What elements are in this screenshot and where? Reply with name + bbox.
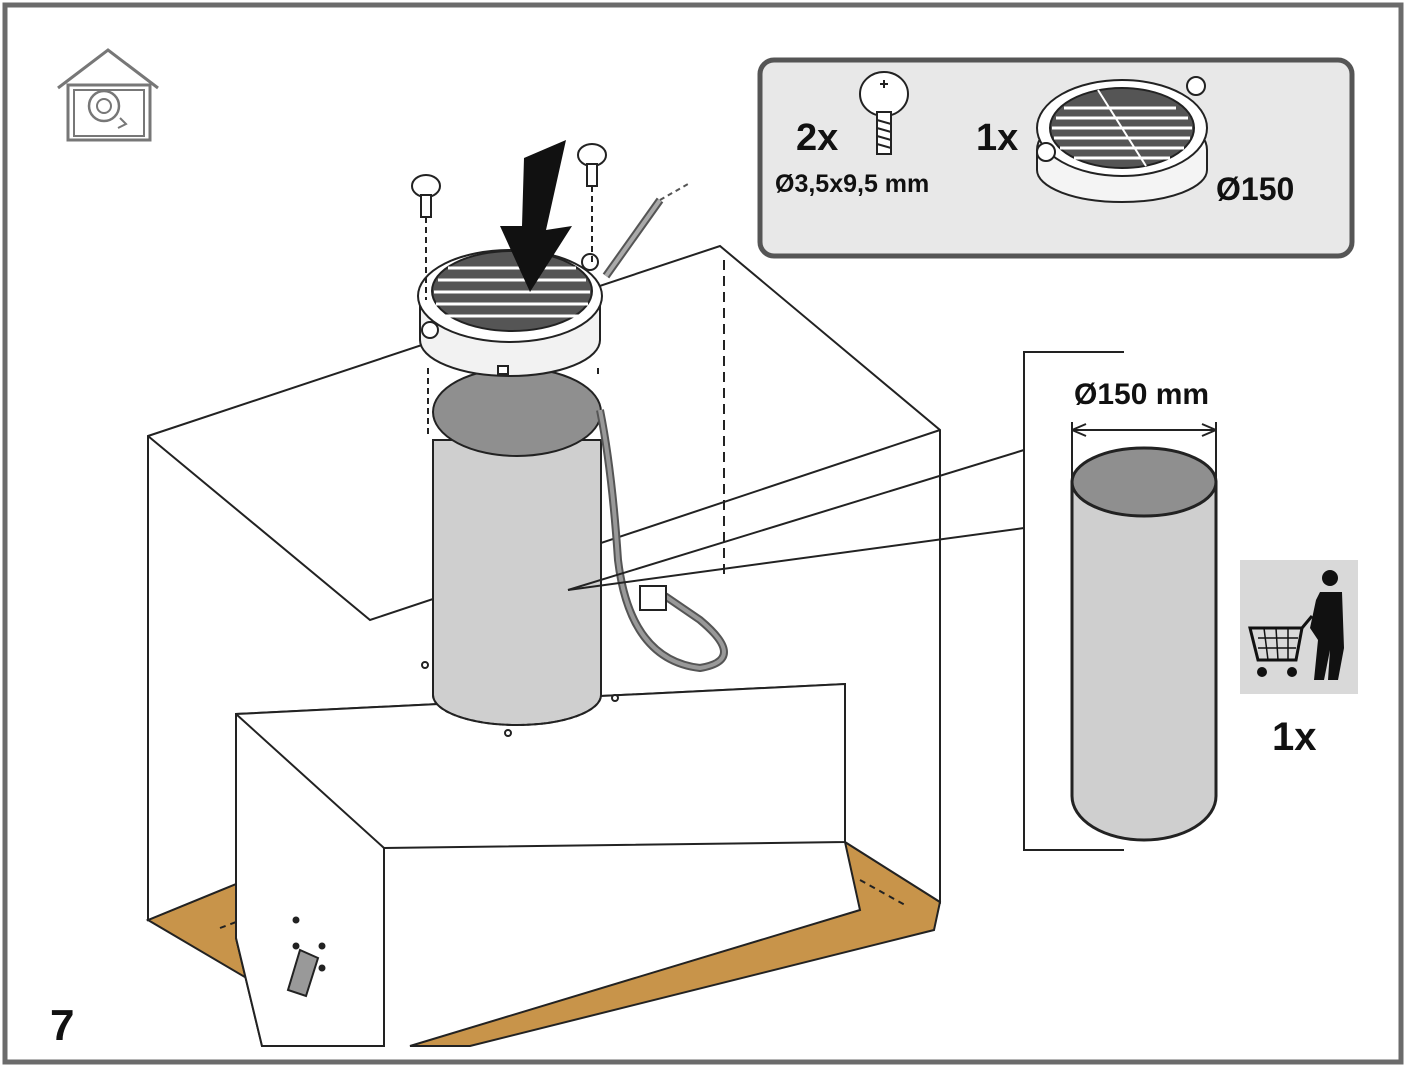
screw-quantity: 2x [796, 117, 838, 159]
power-cable [596, 183, 728, 673]
parts-box: 2x Ø3,5x9,5 mm 1x Ø150 [757, 57, 1355, 259]
valve-assembly [417, 249, 603, 377]
purchase-quantity: 1x [1272, 715, 1317, 759]
connector-icon [639, 585, 667, 611]
screw-icon [859, 71, 909, 155]
valve-quantity: 1x [976, 117, 1018, 159]
duct-diameter-label: Ø150 mm [1074, 378, 1209, 411]
backdraft-valve-icon [1036, 76, 1208, 203]
latch-icon [286, 948, 320, 998]
screw-size-label: Ø3,5x9,5 mm [775, 170, 929, 198]
duct-on-hood [421, 367, 619, 737]
recirculation-house-icon [57, 48, 159, 142]
step-number: 7 [50, 1001, 74, 1050]
insert-arrow-icon [500, 140, 572, 292]
duct-detail [1070, 422, 1218, 842]
valve-diameter-label: Ø150 [1216, 171, 1294, 207]
callout-lines [567, 351, 1124, 851]
shopping-cart-person-icon [1240, 560, 1358, 694]
screws-over-valve [411, 143, 607, 300]
